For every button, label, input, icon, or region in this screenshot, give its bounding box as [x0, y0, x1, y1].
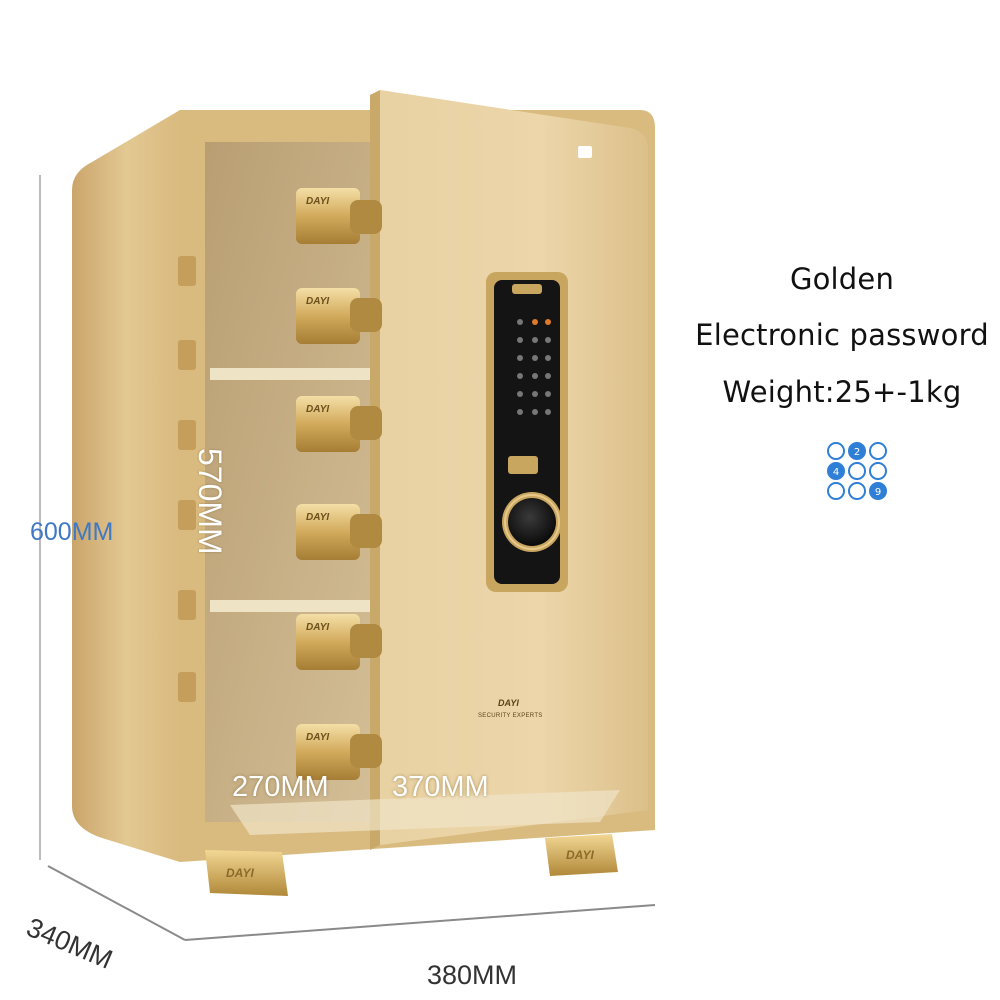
- keypad-icon-digit: 4: [833, 467, 839, 478]
- shelf-upper: [210, 368, 380, 380]
- depth-dimension-line: [47, 865, 186, 941]
- bolt-brand-6: DAYI: [306, 732, 330, 743]
- keypad-icon: 2 4 9: [827, 442, 887, 500]
- bolt-brand-3: DAYI: [306, 404, 330, 415]
- safe-interior-back: [205, 142, 380, 822]
- bolt-brand-4: DAYI: [306, 512, 330, 523]
- keypad-icon-key: [869, 442, 887, 460]
- keypad-icon-key: [827, 442, 845, 460]
- door-edge: [370, 90, 380, 850]
- foot-right: [545, 834, 618, 876]
- height-label: 600MM: [30, 518, 114, 546]
- door-brand-logo: DAYI: [498, 698, 519, 708]
- keypad-icon-key: [848, 482, 866, 500]
- keypad-icon-key: [848, 462, 866, 480]
- keypad-icon-key: [848, 442, 866, 460]
- spec-weight: Weight:25+-1kg: [722, 375, 962, 409]
- safe-side-panel: [72, 110, 180, 862]
- door-width-label: 370MM: [392, 771, 489, 803]
- glass-tray: [230, 790, 620, 835]
- electronic-lock: [486, 272, 568, 592]
- foot-left: [205, 850, 288, 896]
- shelf-lower: [210, 600, 380, 612]
- keypad-icon-key: [869, 462, 887, 480]
- foot-left-brand: DAYI: [226, 866, 254, 880]
- keypad-dots: [517, 319, 551, 415]
- interior-depth-label: 270MM: [232, 771, 329, 803]
- width-dimension-line: [184, 904, 656, 941]
- spec-color: Golden: [789, 262, 895, 296]
- keypad-icon-digit: 2: [854, 447, 860, 458]
- locking-bolts: [296, 188, 382, 780]
- keypad-icon-digit: 9: [875, 487, 881, 498]
- lock-dial-knob: [508, 498, 556, 546]
- interior-height-label: 570MM: [192, 448, 228, 555]
- spec-lock-type: Electronic password: [695, 318, 989, 352]
- foot-right-brand: DAYI: [566, 848, 594, 862]
- bolt-brand-2: DAYI: [306, 296, 330, 307]
- keypad-icon-key: [869, 482, 887, 500]
- bolt-brand-1: DAYI: [306, 196, 330, 207]
- door-notch: [578, 146, 592, 158]
- width-label: 380MM: [427, 960, 518, 990]
- hinge-tabs: [178, 256, 196, 702]
- keypad-icon-key: [827, 462, 845, 480]
- bolt-brand-5: DAYI: [306, 622, 330, 633]
- door-brand-tagline: SECURITY EXPERTS: [478, 713, 543, 719]
- keypad-icon-key: [827, 482, 845, 500]
